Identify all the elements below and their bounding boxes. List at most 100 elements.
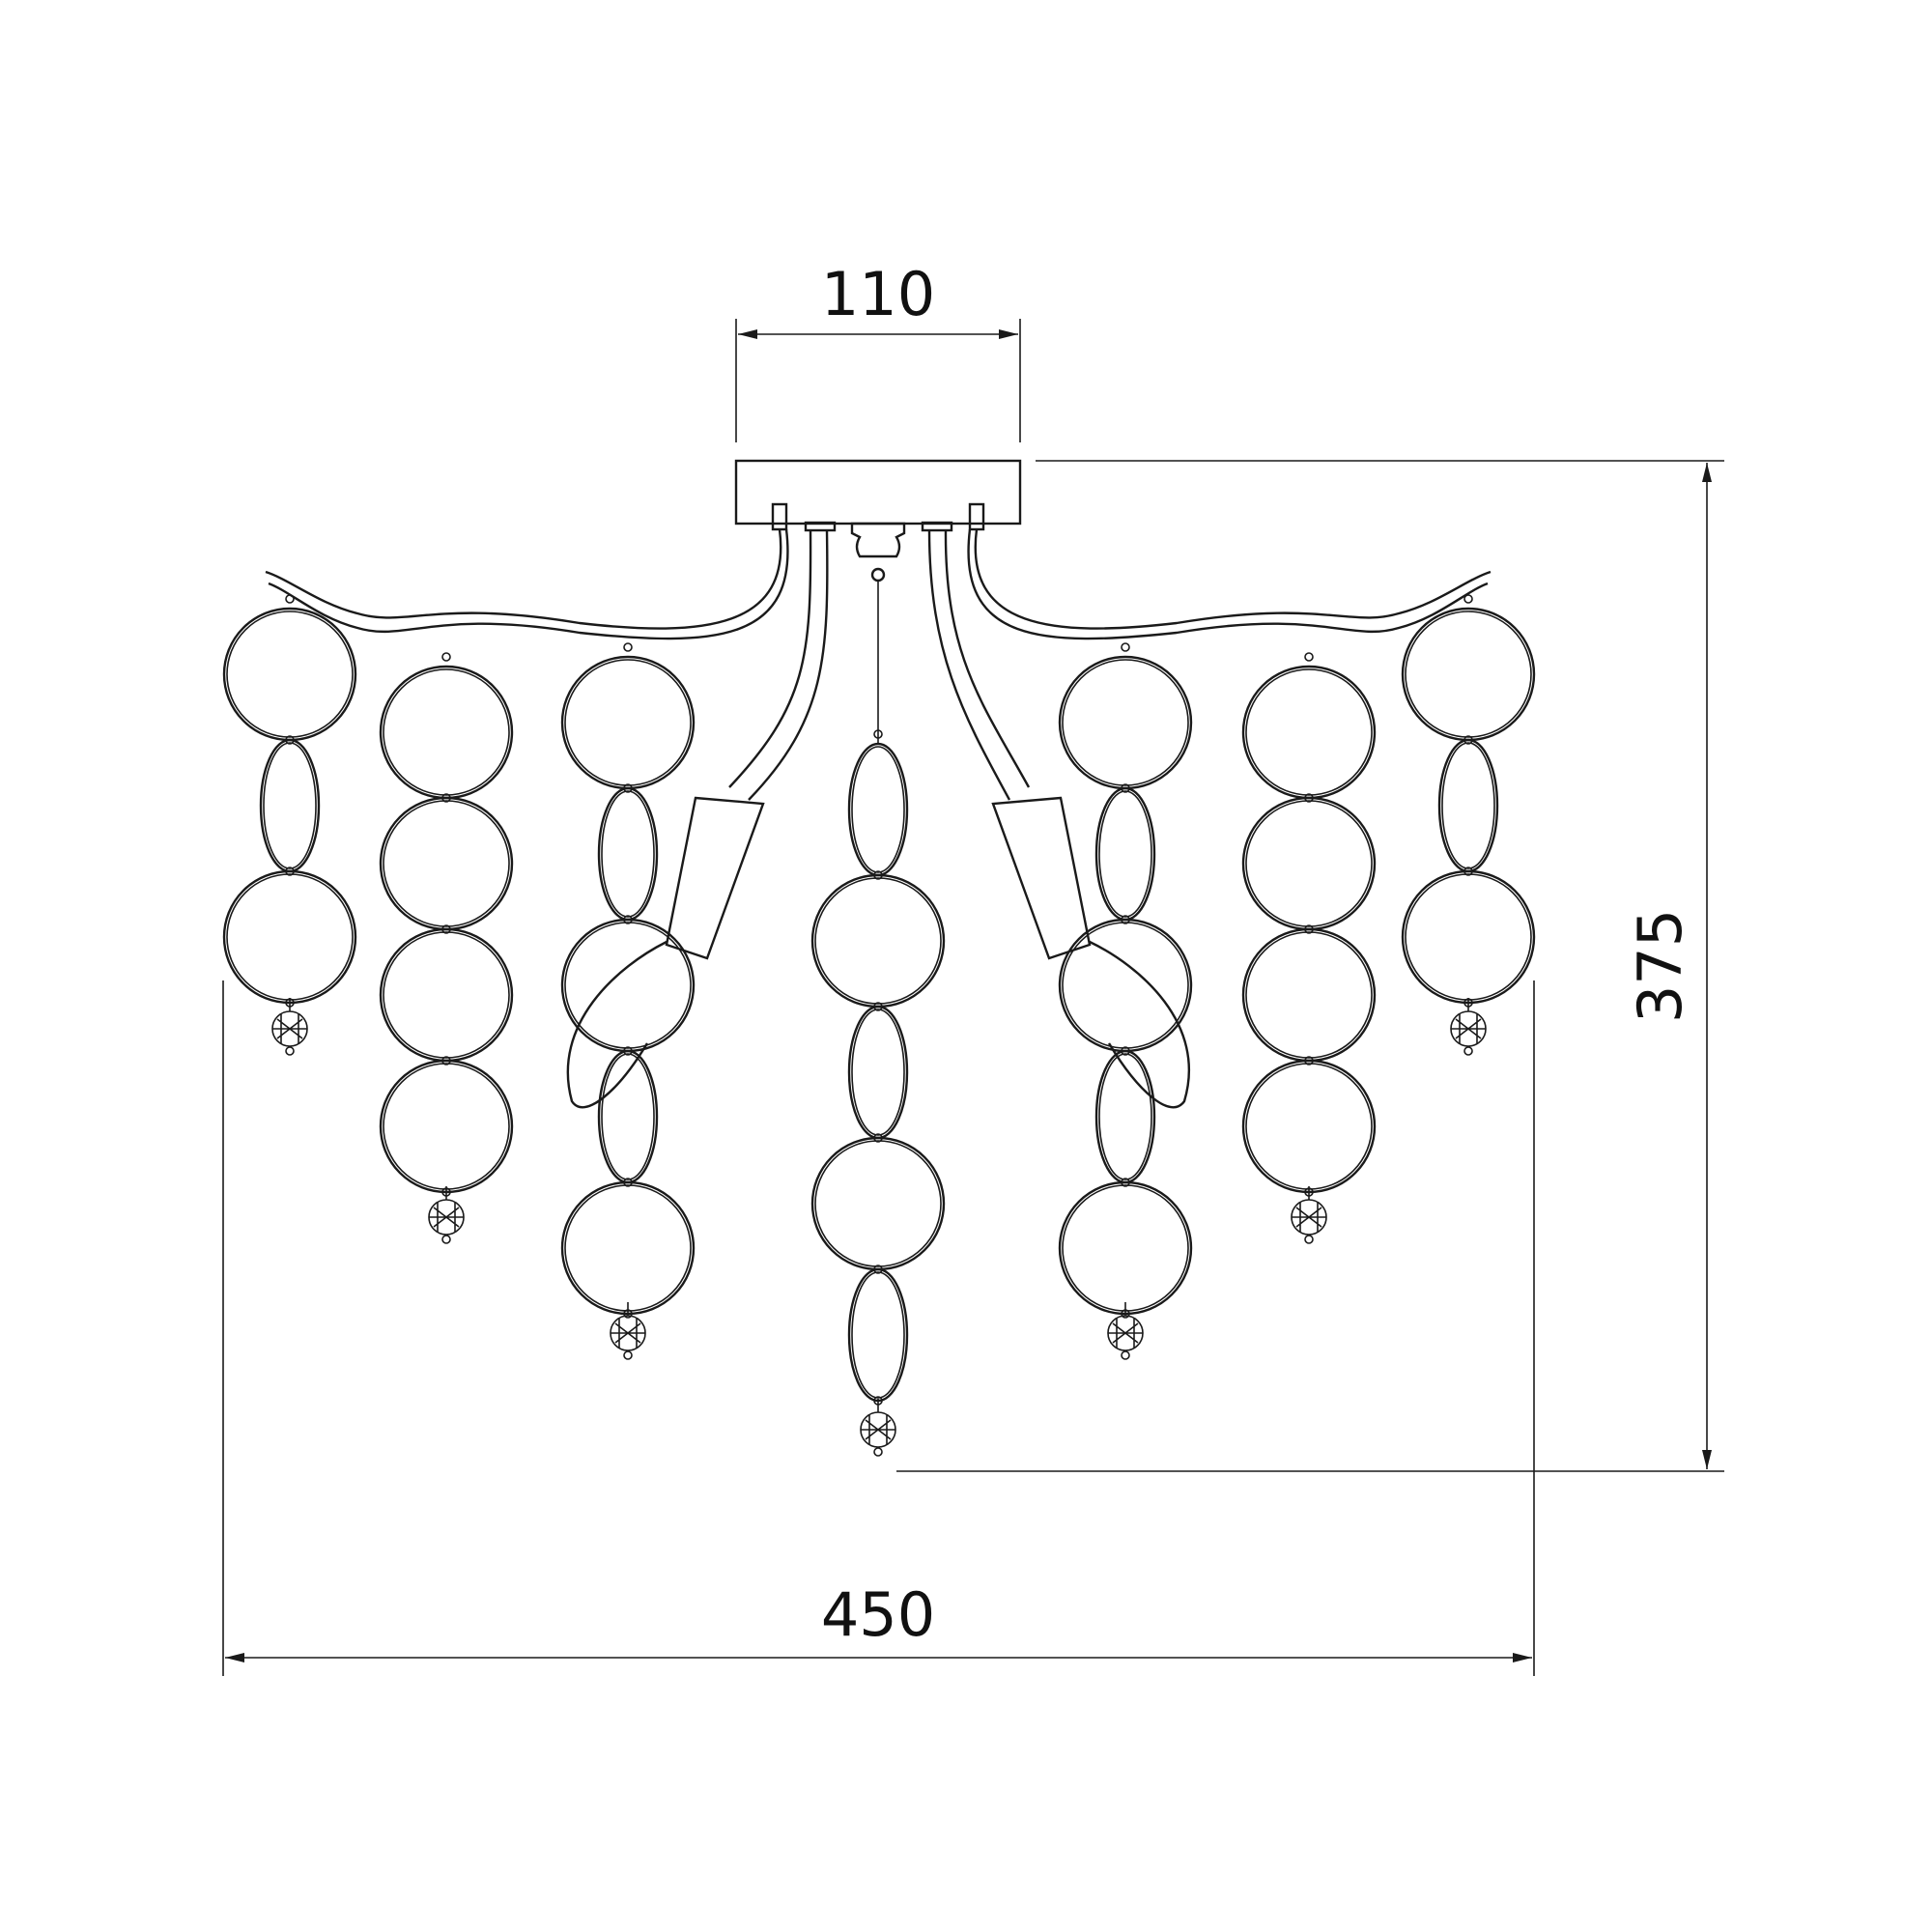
- total-width-label: 450: [821, 1579, 935, 1650]
- wavy-arm-left: [265, 528, 789, 640]
- crystal-bead: [271, 998, 308, 1056]
- glass-disc: [810, 873, 946, 1009]
- glass-oval: [847, 1005, 909, 1140]
- glass-oval: [597, 786, 659, 922]
- pendant-strand: [560, 642, 696, 1360]
- glass-pendant-strands: [222, 594, 1536, 1457]
- crystal-bead: [1291, 1186, 1327, 1244]
- glass-disc-inner: [1405, 611, 1532, 738]
- glass-disc-inner: [1062, 1184, 1189, 1312]
- crystal-bead: [1107, 1302, 1144, 1360]
- crystal-facets: [1292, 1203, 1326, 1232]
- glass-disc-inner: [564, 1184, 692, 1312]
- glass-disc: [1241, 1059, 1377, 1194]
- glass-disc: [379, 796, 514, 931]
- glass-oval: [1094, 786, 1156, 922]
- crystal-facets: [1451, 1014, 1486, 1043]
- glass-disc: [379, 1059, 514, 1194]
- dimension-total-height: 375: [896, 460, 1724, 1472]
- glass-oval: [1437, 738, 1499, 873]
- canopy: [734, 459, 1022, 744]
- crystal-bead: [428, 1186, 465, 1244]
- glass-oval: [847, 1267, 909, 1403]
- glass-oval-inner: [1098, 1053, 1152, 1180]
- glass-oval-inner: [851, 1009, 905, 1136]
- arm-mount-right: [921, 521, 953, 532]
- curved-arm-left: [728, 529, 829, 801]
- glass-disc: [222, 607, 357, 742]
- strand-hook: [1121, 642, 1130, 652]
- glass-disc-inner: [1245, 1063, 1373, 1190]
- glass-disc-inner: [226, 611, 354, 738]
- glass-disc-inner: [814, 877, 942, 1005]
- glass-disc: [1241, 927, 1377, 1063]
- arms: [265, 528, 1492, 960]
- glass-disc: [1058, 655, 1193, 790]
- glass-disc-inner: [814, 1140, 942, 1267]
- arm-mount-left: [804, 521, 837, 532]
- crystal-bead: [1450, 998, 1487, 1056]
- glass-disc: [1058, 1180, 1193, 1316]
- canopy-plate: [734, 459, 1022, 526]
- pendant-strand: [1401, 594, 1536, 1056]
- center-hook: [870, 567, 886, 582]
- curved-arm-right: [927, 529, 1031, 801]
- strand-hook: [873, 729, 883, 739]
- glass-oval: [847, 742, 909, 877]
- lamp-holder-left: [665, 796, 765, 960]
- glass-oval-inner: [263, 742, 317, 869]
- glass-disc: [222, 869, 357, 1005]
- glass-swirl-left: [566, 940, 668, 1109]
- crystal-facets: [611, 1319, 645, 1348]
- glass-disc: [560, 655, 696, 790]
- crystal-facets: [429, 1203, 464, 1232]
- glass-oval: [1094, 1049, 1156, 1184]
- glass-disc: [810, 1136, 946, 1271]
- lamp-holder-right: [991, 796, 1092, 960]
- total-height-label: 375: [1625, 909, 1695, 1023]
- center-finial: [850, 522, 906, 558]
- crystal-loop: [873, 1447, 883, 1457]
- pendant-strand: [222, 594, 357, 1056]
- crystal-facets: [861, 1415, 895, 1444]
- crystal-bead: [860, 1399, 896, 1457]
- glass-disc: [560, 918, 696, 1053]
- strand-hook: [1463, 594, 1473, 604]
- strand-hook: [285, 594, 295, 604]
- glass-disc-inner: [1245, 931, 1373, 1059]
- crystal-loop: [1121, 1350, 1130, 1360]
- pendant-strand: [379, 652, 514, 1244]
- glass-disc-inner: [564, 922, 692, 1049]
- pendant-strand: [810, 729, 946, 1457]
- canopy-width-label: 110: [821, 259, 935, 329]
- glass-disc: [1241, 796, 1377, 931]
- pendant-strand: [1058, 642, 1193, 1360]
- glass-disc-inner: [383, 1063, 510, 1190]
- glass-disc-inner: [1062, 659, 1189, 786]
- glass-oval-inner: [851, 1271, 905, 1399]
- crystal-facets: [272, 1014, 307, 1043]
- glass-disc: [379, 665, 514, 800]
- crystal-loop: [1304, 1235, 1314, 1244]
- crystal-bead: [610, 1302, 646, 1360]
- glass-disc-inner: [1245, 668, 1373, 796]
- strand-hook: [441, 652, 451, 662]
- glass-disc-inner: [1245, 800, 1373, 927]
- dimension-total-width: 450: [222, 980, 1535, 1676]
- glass-oval-inner: [1441, 742, 1495, 869]
- glass-swirl-right: [1089, 940, 1191, 1109]
- glass-disc-inner: [1062, 922, 1189, 1049]
- canopy-screw-left: [771, 502, 788, 531]
- glass-oval-inner: [601, 1053, 655, 1180]
- glass-disc-inner: [383, 800, 510, 927]
- strand-hook: [623, 642, 633, 652]
- glass-oval: [259, 738, 321, 873]
- glass-disc-inner: [383, 668, 510, 796]
- glass-disc: [560, 1180, 696, 1316]
- glass-disc-inner: [1405, 873, 1532, 1001]
- glass-oval-inner: [851, 746, 905, 873]
- glass-disc: [1401, 869, 1536, 1005]
- glass-oval-inner: [1098, 790, 1152, 918]
- crystal-facets: [1108, 1319, 1143, 1348]
